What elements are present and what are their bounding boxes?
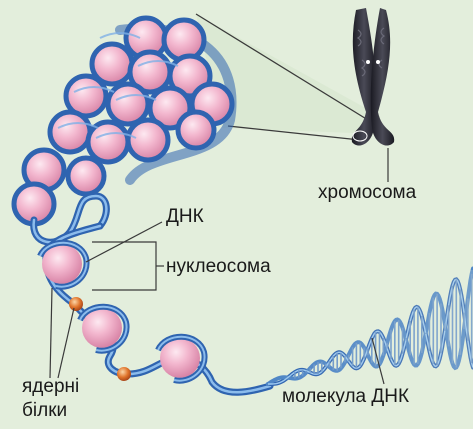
label-chromosome: хромосома bbox=[318, 182, 416, 204]
label-dna-molecule: молекула ДНК bbox=[282, 386, 409, 408]
nucleosome bbox=[80, 307, 127, 351]
nuclear-protein bbox=[69, 297, 83, 311]
label-nuclear-proteins-line2: білки bbox=[22, 400, 67, 422]
nucleosome-bead-cluster bbox=[14, 18, 232, 224]
nucleosome bbox=[158, 337, 205, 381]
dna-double-helix bbox=[268, 269, 473, 401]
nucleosome bbox=[40, 243, 87, 287]
label-nuclear-proteins-line1: ядерні bbox=[22, 376, 79, 398]
beads-on-string bbox=[40, 226, 270, 392]
packed-chromatin-fiber bbox=[14, 18, 232, 224]
label-dna: ДНК bbox=[166, 206, 204, 228]
label-nucleosome: нуклеосома bbox=[166, 256, 271, 278]
nuclear-protein bbox=[117, 367, 131, 381]
